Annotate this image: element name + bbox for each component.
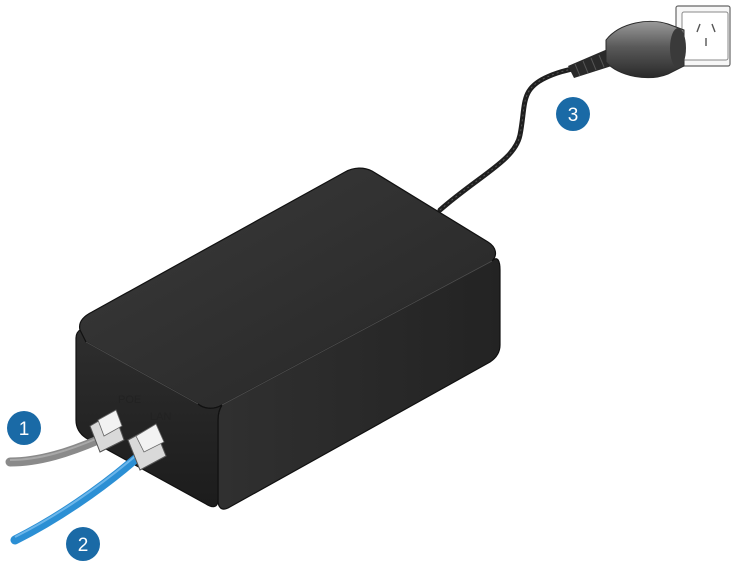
poe-cable [5,409,125,467]
callout-1: 1 [7,411,41,445]
power-plug [605,20,686,79]
lan-cable [10,423,167,545]
callout-2: 2 [66,527,100,561]
power-cord [437,48,618,213]
callout-1-label: 1 [19,419,30,440]
poe-port-label: POE [118,394,141,406]
wall-socket [675,5,731,67]
callout-3-label: 3 [568,105,579,126]
callout-2-label: 2 [78,535,89,556]
poe-adapter-body [75,167,501,510]
lan-port-label: LAN [150,411,171,423]
callout-3: 3 [556,97,590,131]
